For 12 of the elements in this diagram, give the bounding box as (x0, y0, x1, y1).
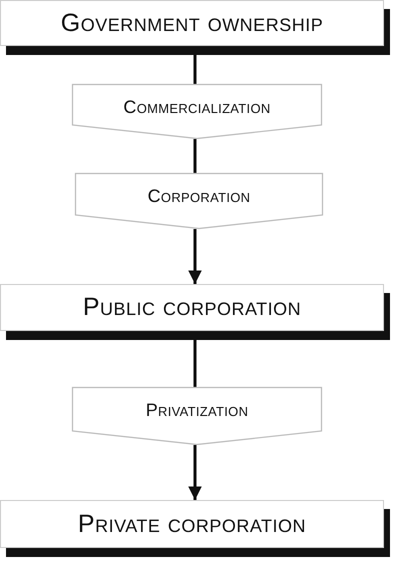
arrow (188, 229, 202, 284)
process-box (72, 387, 322, 445)
stage-label: Government ownership (60, 8, 324, 38)
step-label: Corporation (148, 186, 250, 207)
connector-line (194, 139, 196, 173)
step-label: Commercialization (123, 97, 271, 118)
stage-label: Public corporation (82, 293, 302, 322)
stage-label: Private corporation (78, 510, 306, 538)
process-box (75, 173, 323, 229)
step-label: Privatization (146, 400, 248, 421)
arrow (188, 445, 202, 500)
process-box (72, 84, 322, 139)
